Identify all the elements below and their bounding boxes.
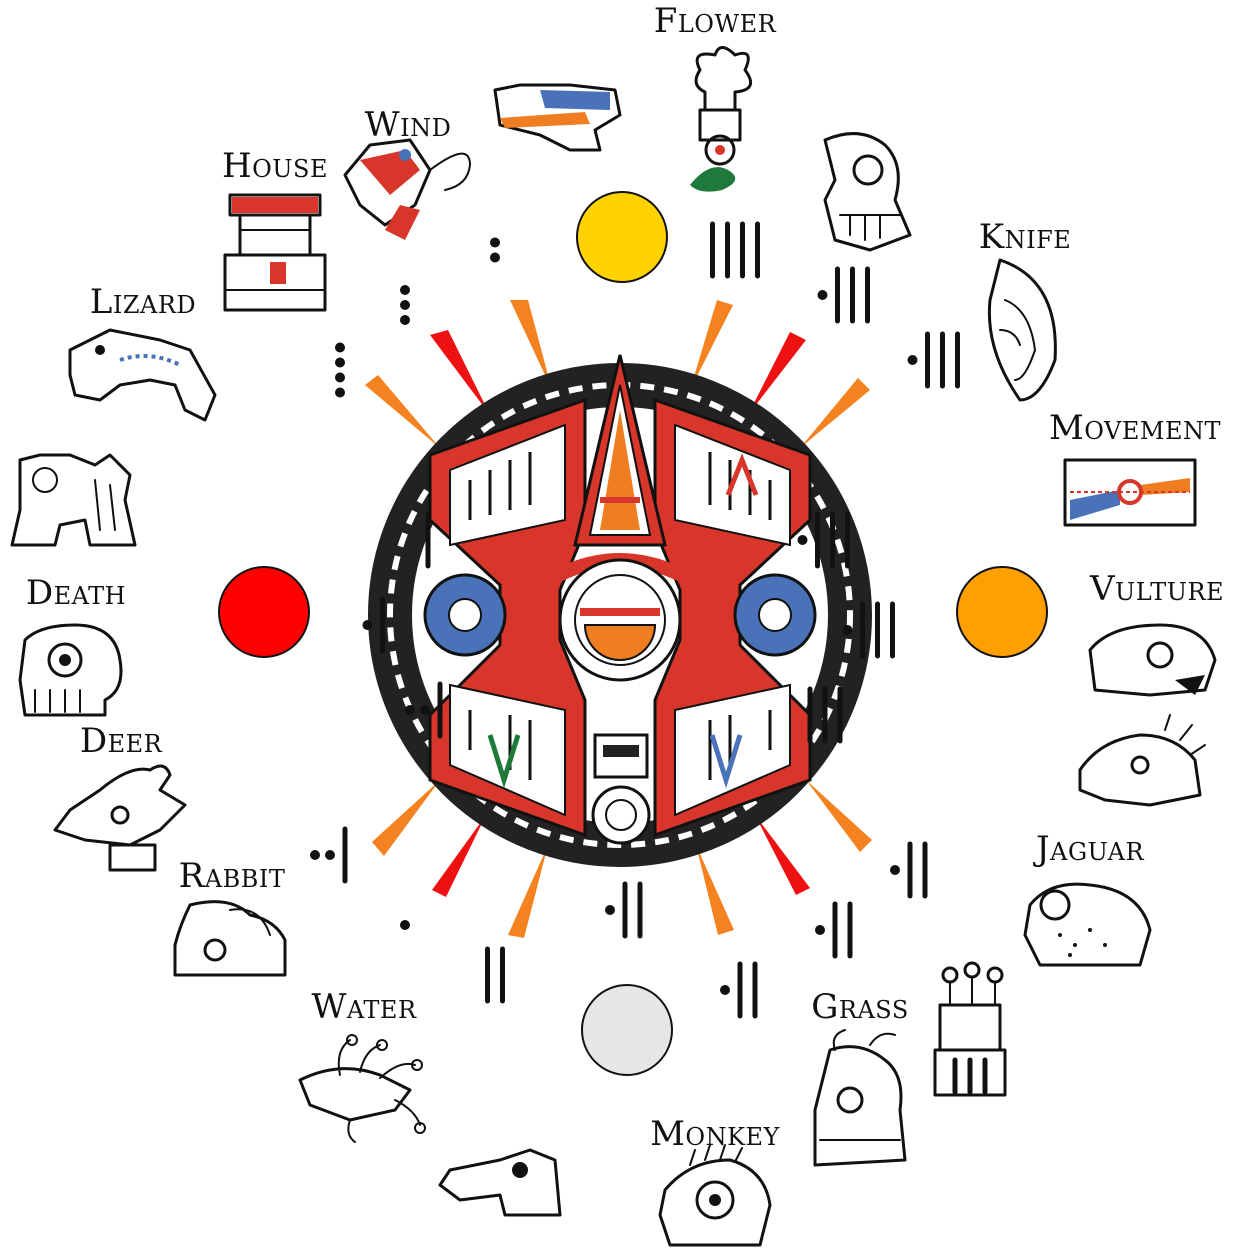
count-mark	[797, 511, 850, 569]
monkey-glyph	[658, 1144, 772, 1247]
count-dot	[720, 985, 730, 995]
count-dot	[400, 300, 410, 310]
central-ollin-glyph	[368, 354, 872, 867]
rabbit-glyph	[173, 900, 287, 977]
label-death: Death	[26, 573, 126, 613]
count-dot	[335, 357, 345, 368]
count-mark	[485, 946, 505, 1004]
ray	[510, 300, 552, 390]
count-dot	[325, 850, 335, 860]
flint-face-glyph	[823, 132, 912, 252]
count-dot	[605, 905, 615, 915]
lizard-glyph	[68, 328, 217, 422]
label-movement: Movement	[1049, 408, 1221, 448]
count-mark	[815, 901, 853, 959]
ray	[800, 378, 870, 448]
count-mark	[710, 221, 760, 279]
death-glyph	[18, 623, 123, 717]
count-dot	[400, 315, 410, 325]
count-mark	[907, 331, 960, 389]
count-dot	[335, 342, 345, 353]
count-mark	[335, 342, 345, 398]
count-mark	[720, 961, 758, 1019]
ancestor-glyph	[10, 453, 137, 547]
count-marks	[310, 221, 960, 1019]
ray	[432, 815, 486, 897]
ray	[372, 780, 440, 856]
flower-glyph	[690, 46, 753, 192]
count-mark	[817, 266, 870, 324]
ray	[806, 780, 872, 852]
movement-glyph	[1063, 458, 1197, 527]
water-glyph	[298, 1034, 426, 1143]
serpent-bottom-glyph	[438, 1148, 562, 1217]
serpent-glyph	[493, 83, 622, 152]
label-lizard: Lizard	[90, 282, 196, 322]
south-sun-disc	[581, 984, 673, 1076]
count-dot	[400, 920, 410, 930]
grass-glyph	[813, 1029, 907, 1167]
count-mark	[405, 681, 443, 739]
count-dot	[842, 625, 853, 635]
label-house: House	[222, 146, 328, 186]
sun-rays	[365, 300, 872, 938]
count-mark	[605, 881, 643, 939]
count-dot	[490, 252, 500, 263]
ray	[690, 300, 733, 390]
label-flower: Flower	[654, 1, 777, 41]
count-mark	[842, 601, 895, 659]
label-deer: Deer	[80, 721, 163, 761]
vulture-glyph	[1088, 623, 1217, 697]
label-knife: Knife	[979, 217, 1072, 257]
count-mark	[890, 841, 928, 899]
knife-glyph	[987, 258, 1057, 402]
count-mark	[490, 237, 500, 263]
count-dot	[310, 850, 320, 860]
reed-glyph	[933, 961, 1007, 1097]
count-dot	[335, 387, 345, 398]
label-water: Water	[311, 987, 416, 1027]
count-dot	[815, 925, 825, 935]
count-dot	[797, 535, 808, 545]
count-mark	[400, 285, 410, 325]
count-dot	[490, 237, 500, 248]
count-dot	[907, 355, 918, 365]
count-dot	[405, 705, 415, 715]
east-sun-disc	[956, 566, 1048, 658]
ray	[748, 332, 806, 415]
ray	[755, 815, 810, 895]
count-dot	[400, 285, 410, 295]
house-glyph	[223, 193, 327, 312]
count-dot	[890, 865, 900, 875]
deer-glyph	[53, 764, 187, 872]
label-vulture: Vulture	[1089, 569, 1224, 609]
west-sun-disc	[218, 566, 310, 658]
label-rabbit: Rabbit	[179, 856, 286, 896]
count-dot	[362, 620, 373, 630]
label-grass: Grass	[811, 987, 909, 1027]
label-jaguar: Jaguar	[1033, 829, 1144, 869]
ray	[696, 845, 734, 935]
count-dot	[420, 705, 430, 715]
ray	[508, 845, 548, 938]
jaguar-glyph	[1023, 882, 1152, 967]
count-dot	[335, 372, 345, 383]
eagle-glyph	[1078, 714, 1206, 807]
count-mark	[807, 686, 843, 744]
count-mark	[400, 920, 410, 930]
wind-glyph	[343, 138, 472, 240]
count-mark	[310, 826, 348, 884]
count-mark	[362, 596, 385, 654]
label-wind: Wind	[365, 105, 452, 145]
ray	[365, 375, 440, 448]
ray	[430, 330, 490, 415]
count-dot	[817, 290, 828, 300]
north-sun-disc	[576, 191, 668, 283]
label-monkey: Monkey	[650, 1114, 780, 1154]
